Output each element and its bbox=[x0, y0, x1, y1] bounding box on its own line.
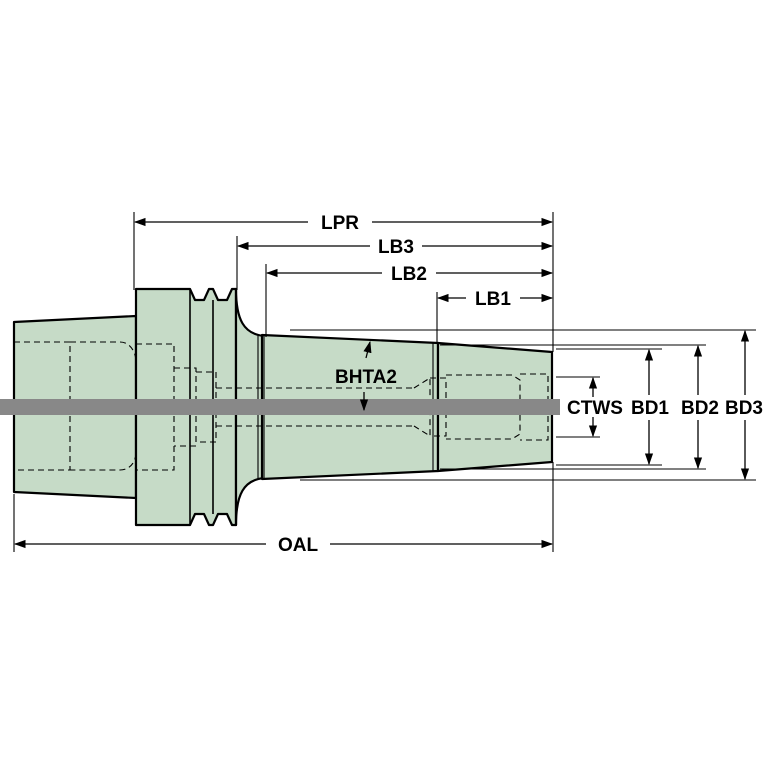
dimension-lpr: LPR bbox=[133, 213, 554, 234]
holder-body bbox=[0, 287, 560, 527]
bd2-label: BD2 bbox=[681, 398, 719, 419]
dimension-ctws: CTWS bbox=[567, 376, 623, 438]
oal-label: OAL bbox=[278, 535, 319, 556]
lb3-label: LB3 bbox=[378, 237, 414, 258]
dimension-lb2: LB2 bbox=[265, 264, 554, 285]
dimension-bd1: BD1 bbox=[631, 348, 669, 466]
bd1-label: BD1 bbox=[631, 398, 669, 419]
dimension-lb3: LB3 bbox=[236, 237, 554, 258]
bhta2-label: BHTA2 bbox=[335, 367, 397, 388]
lpr-label: LPR bbox=[321, 213, 359, 234]
lb1-label: LB1 bbox=[475, 289, 511, 310]
dimension-bd3: BD3 bbox=[725, 329, 763, 481]
dimension-lb1: LB1 bbox=[436, 289, 554, 310]
lb2-label: LB2 bbox=[391, 264, 427, 285]
dimension-bd2: BD2 bbox=[681, 344, 719, 470]
dimension-bhta2: BHTA2 bbox=[335, 340, 397, 412]
dimension-oal: OAL bbox=[13, 535, 554, 556]
bd3-label: BD3 bbox=[725, 398, 763, 419]
ctws-label: CTWS bbox=[567, 398, 623, 419]
